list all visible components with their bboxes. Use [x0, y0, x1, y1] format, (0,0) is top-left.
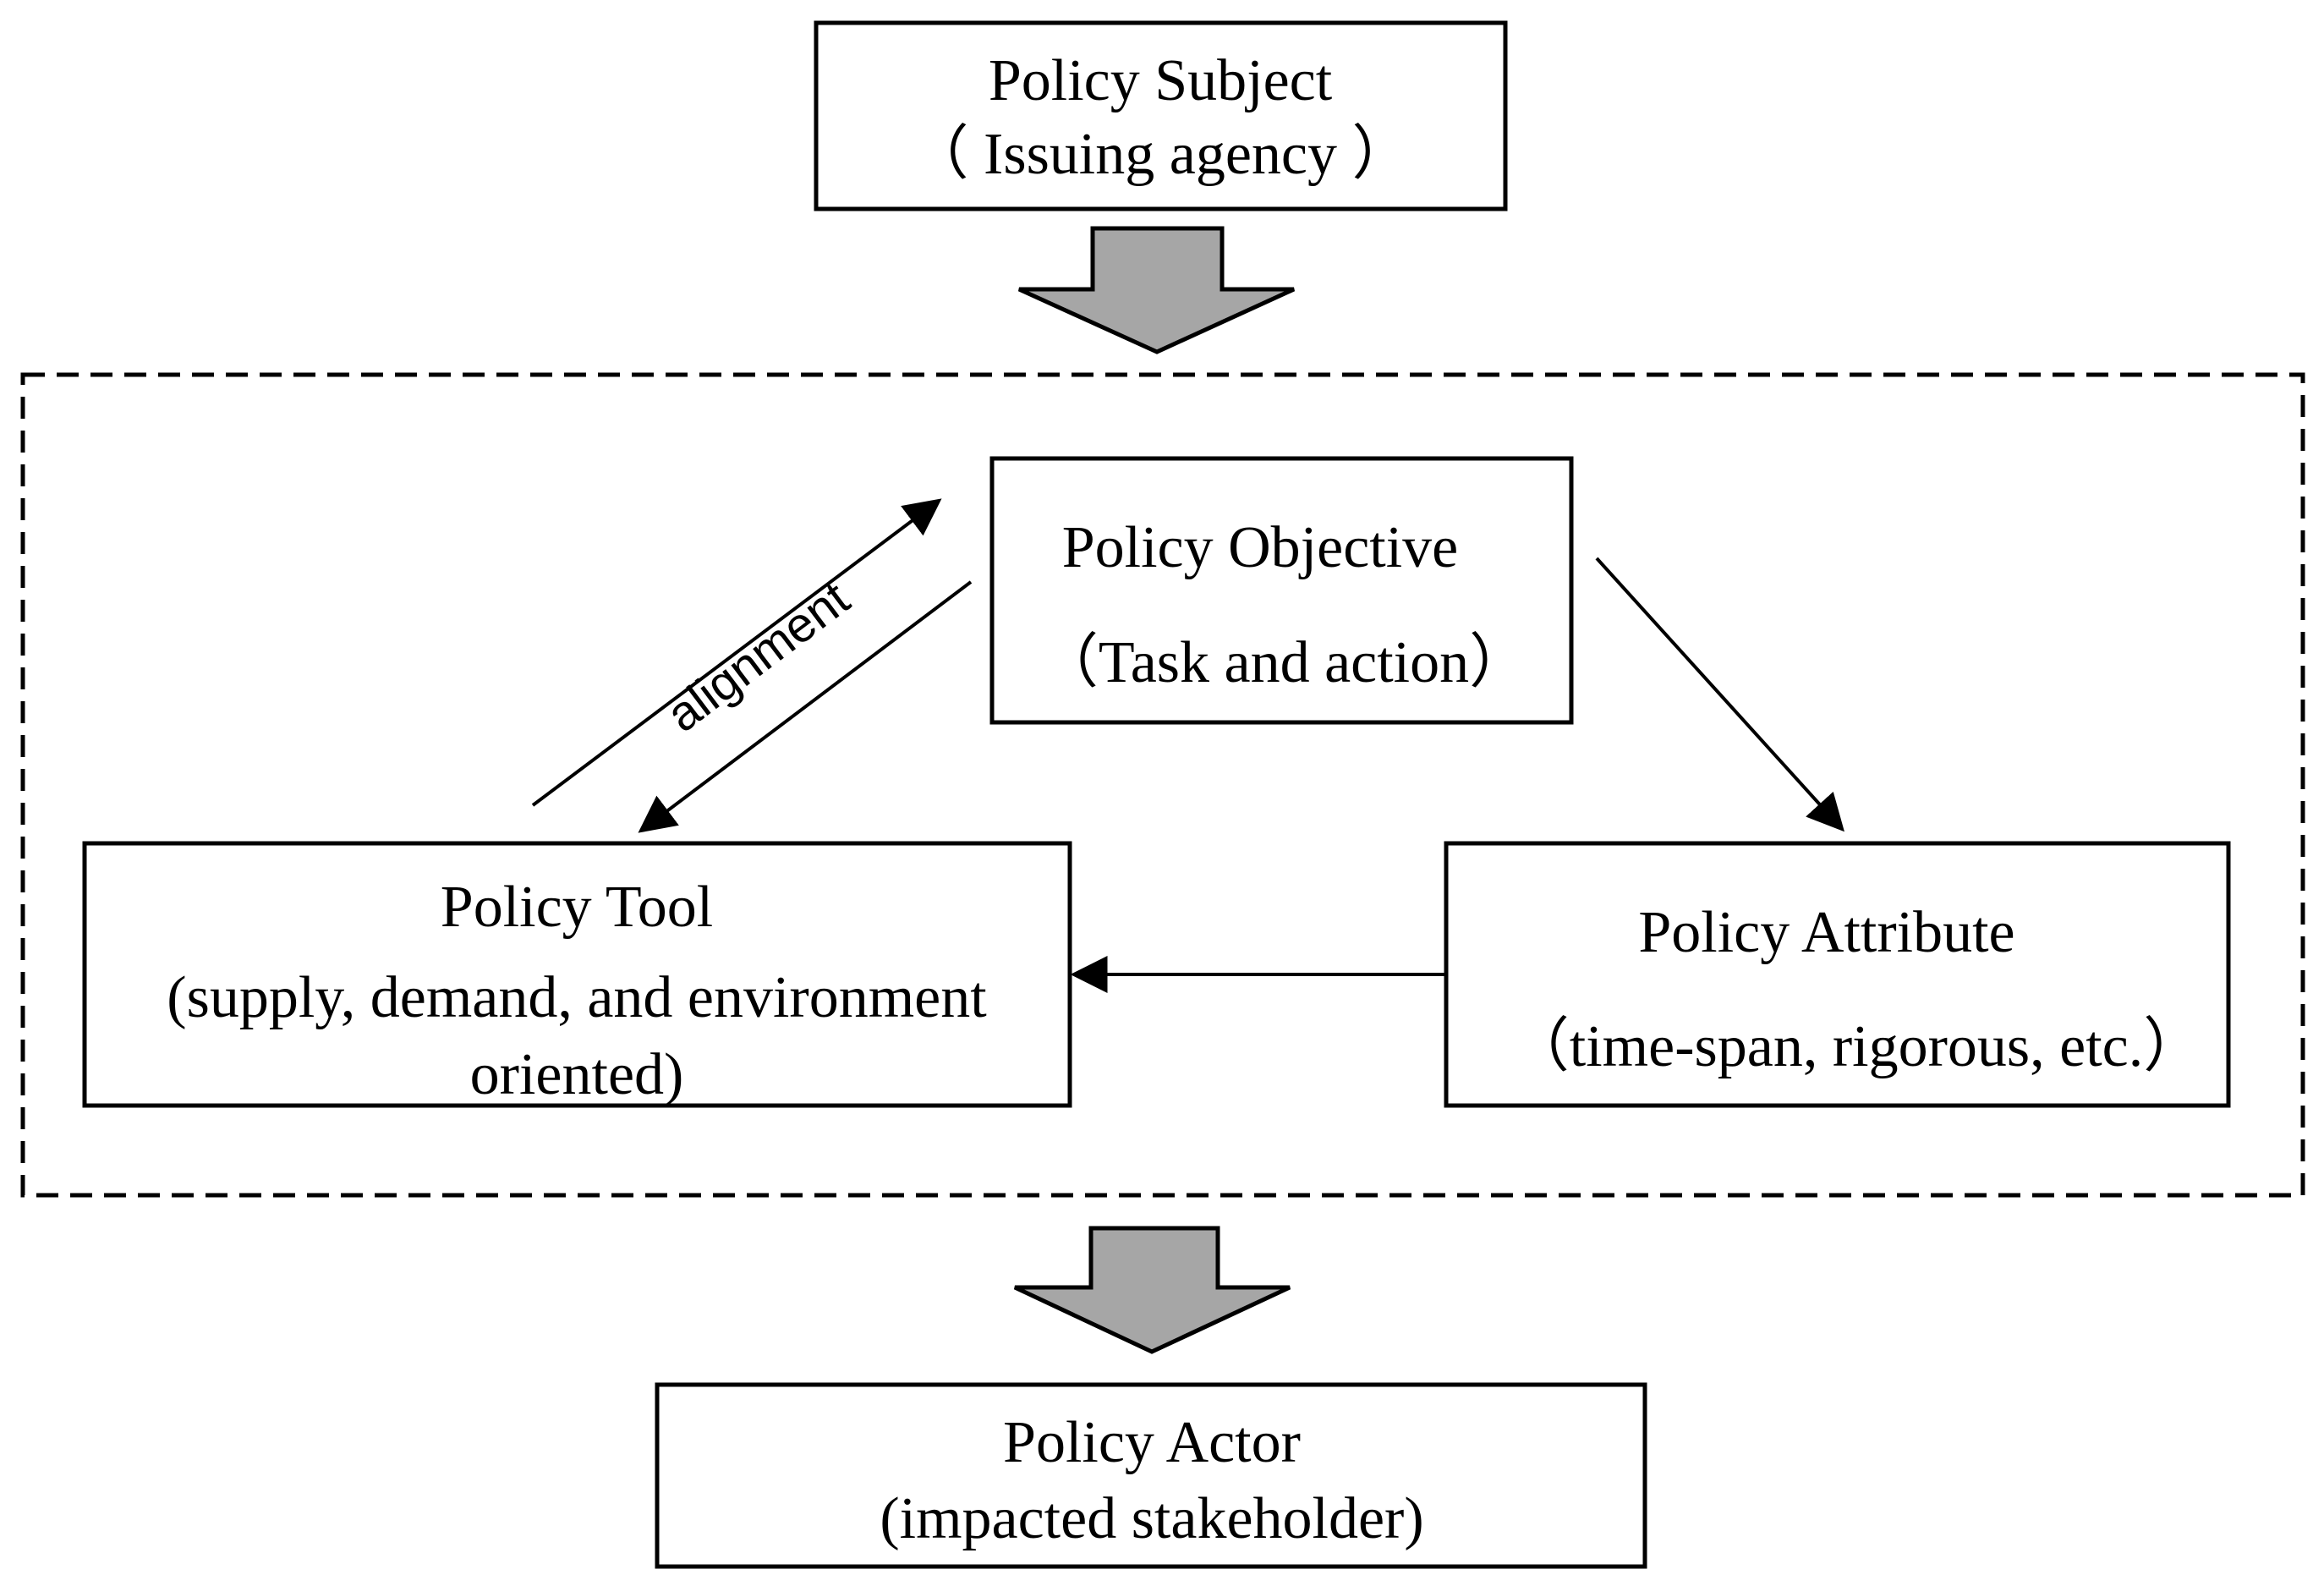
- policy-objective-subtitle: （Task and action）: [1039, 630, 1528, 695]
- policy-tool-node: Policy Tool (supply, demand, and environ…: [82, 841, 1072, 1108]
- policy-actor-subtitle: (impacted stakeholder): [880, 1486, 1423, 1551]
- policy-attribute-title: Policy Attribute: [1638, 900, 2014, 965]
- policy-subject-subtitle: （ Issuing agency ）: [910, 122, 1411, 187]
- arrow-objective-to-tool: [638, 580, 973, 833]
- policy-objective-node: Policy Objective （Task and action）: [989, 456, 1574, 725]
- arrow-objective-to-attribute: [1595, 557, 1844, 832]
- policy-objective-title: Policy Objective: [1062, 515, 1459, 580]
- policy-tool-subtitle-line2: oriented): [470, 1042, 684, 1107]
- policy-tool-subtitle-line1: (supply, demand, and environment: [167, 965, 987, 1030]
- arrow-tool-to-objective: [531, 498, 942, 807]
- policy-tool-title: Policy Tool: [441, 875, 713, 940]
- big-down-arrow-bottom: [1013, 1226, 1291, 1354]
- policy-attribute-node: Policy Attribute （time-span, rigorous, e…: [1444, 841, 2231, 1108]
- policy-attribute-subtitle: （time-span, rigorous, etc.）: [1510, 1014, 2202, 1079]
- policy-actor-title: Policy Actor: [1003, 1410, 1301, 1475]
- policy-content-group: [20, 372, 2305, 1198]
- policy-actor-node: Policy Actor (impacted stakeholder): [655, 1382, 1647, 1569]
- alignment-label: alignment: [656, 571, 859, 743]
- policy-subject-node: Policy Subject （ Issuing agency ）: [814, 20, 1508, 211]
- big-down-arrow-top: [1017, 226, 1296, 354]
- policy-subject-title: Policy Subject: [989, 48, 1333, 113]
